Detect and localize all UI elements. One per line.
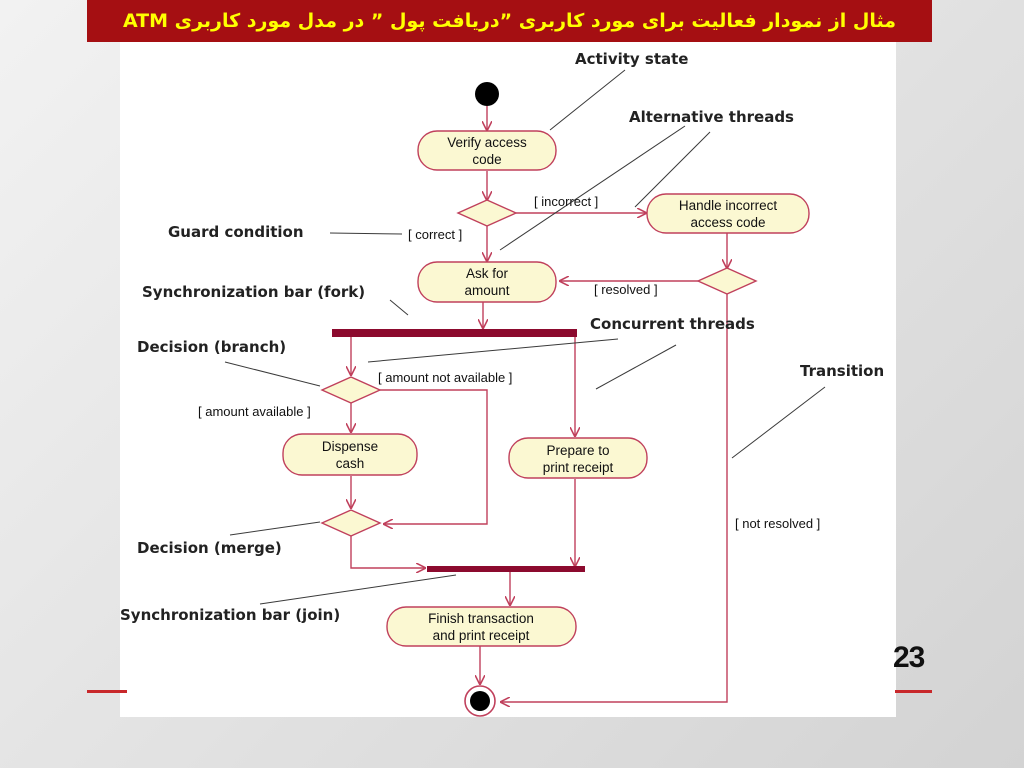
page-number: 23 <box>893 641 925 674</box>
edge-merge-join <box>350 536 425 568</box>
guard-labels: [ incorrect ] [ correct ] [ resolved ] [… <box>198 194 820 531</box>
node-label: Dispense <box>322 439 378 454</box>
decision-branch <box>320 376 382 404</box>
leader-lines <box>224 69 826 605</box>
decision-merge <box>320 509 382 537</box>
slide-title: مثال از نمودار فعالیت برای مورد کاربری ”… <box>122 10 897 32</box>
slide-rule-right <box>895 690 932 693</box>
title-bar: مثال از نمودار فعالیت برای مورد کاربری ”… <box>87 0 932 42</box>
activity-diagram: Verify access code Handle incorrect acce… <box>120 42 896 717</box>
activity-dispense-cash: Dispense cash <box>282 433 418 476</box>
final-node <box>464 685 496 717</box>
guard-incorrect: [ incorrect ] <box>534 194 598 209</box>
leader-guard-condition <box>329 232 403 235</box>
label-alternative-threads: Alternative threads <box>629 108 794 126</box>
node-label: cash <box>336 456 365 471</box>
node-label: Handle incorrect <box>679 198 778 213</box>
guard-resolved: [ resolved ] <box>594 282 658 297</box>
leader-activity-state <box>549 69 626 131</box>
activity-handle-incorrect: Handle incorrect access code <box>646 193 810 234</box>
node-label: Ask for <box>466 266 509 281</box>
node-label: amount <box>464 283 509 298</box>
leader-decision-branch <box>224 361 321 387</box>
label-transition: Transition <box>800 362 884 380</box>
guard-amount-not-available: [ amount not available ] <box>378 370 512 385</box>
node-label: code <box>472 152 501 167</box>
sync-bar-fork <box>332 329 577 337</box>
edge-not-resolved <box>501 294 728 702</box>
callout-labels: Activity state Alternative threads Guard… <box>120 50 884 624</box>
guard-amount-available: [ amount available ] <box>198 404 311 419</box>
activity-prepare-receipt: Prepare to print receipt <box>508 437 648 479</box>
slide-rule-left <box>87 690 127 693</box>
activity-ask-for-amount: Ask for amount <box>417 261 557 303</box>
label-concurrent-threads: Concurrent threads <box>590 315 755 333</box>
node-label: Finish transaction <box>428 611 534 626</box>
leader-decision-merge <box>229 521 321 536</box>
initial-node <box>475 82 499 106</box>
edge-amount-not-available <box>380 389 488 524</box>
leader-transition <box>731 386 826 459</box>
sync-bar-join <box>427 566 585 572</box>
decision-access <box>456 199 518 227</box>
leader-concurrent-1 <box>367 338 619 363</box>
leader-concurrent-2 <box>595 344 677 390</box>
node-label: and print receipt <box>433 628 530 643</box>
label-guard-condition: Guard condition <box>168 223 304 241</box>
diagram-canvas: Verify access code Handle incorrect acce… <box>120 50 884 717</box>
node-label: access code <box>690 215 765 230</box>
node-label: Prepare to <box>546 443 609 458</box>
guard-not-resolved: [ not resolved ] <box>735 516 820 531</box>
node-label: Verify access <box>447 135 527 150</box>
leader-sync-join <box>259 574 457 605</box>
leader-alternative-2 <box>634 131 711 208</box>
label-sync-fork: Synchronization bar (fork) <box>142 283 365 301</box>
label-decision-merge: Decision (merge) <box>137 539 282 557</box>
label-sync-join: Synchronization bar (join) <box>120 606 340 624</box>
node-label: print receipt <box>543 460 614 475</box>
activity-finish-transaction: Finish transaction and print receipt <box>386 606 577 647</box>
activity-verify-access-code: Verify access code <box>417 130 557 171</box>
flow-edges <box>351 106 727 702</box>
guard-correct: [ correct ] <box>408 227 462 242</box>
label-decision-branch: Decision (branch) <box>137 338 286 356</box>
decision-resolved <box>696 267 758 295</box>
leader-sync-fork <box>389 299 409 316</box>
leader-alternative-1 <box>499 125 686 251</box>
label-activity-state: Activity state <box>575 50 688 68</box>
